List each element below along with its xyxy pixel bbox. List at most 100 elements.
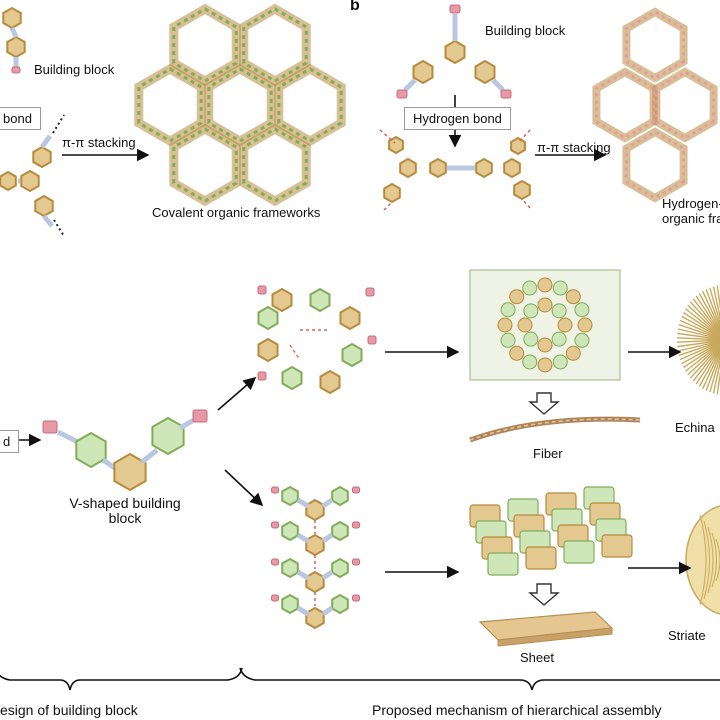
- pi-stacking-label-left: π-π stacking: [62, 135, 136, 150]
- v-block-center-hexagon: [113, 452, 147, 492]
- end-group: [271, 486, 279, 494]
- echinoid-spine: [695, 346, 720, 385]
- arrow-to-macrocycle: [217, 376, 257, 411]
- hexagon-unit: [475, 157, 493, 179]
- macrocycle-unit: [319, 369, 341, 395]
- hof-stack-edge: [594, 70, 656, 140]
- echinoid-spine: [683, 342, 720, 369]
- arrow-to-stack: [224, 469, 264, 507]
- building-block-label-left: Building block: [34, 62, 115, 77]
- macrocycle-unit: [271, 287, 293, 313]
- hexagon-unit: [513, 179, 531, 201]
- linker-bar: [296, 605, 310, 617]
- macrocycle-unit: [339, 305, 361, 331]
- echinoid-spine: [709, 354, 720, 393]
- macrocycle-unit: [281, 365, 303, 391]
- echinoid-spine: [678, 324, 720, 340]
- linker-bar: [296, 532, 310, 544]
- linker-bar: [321, 497, 334, 509]
- linker-bar: [296, 569, 310, 581]
- hexagon-unit: [444, 39, 466, 65]
- hof-label-line2: organic fra: [662, 211, 720, 226]
- fiber-texture: [469, 418, 641, 441]
- echinoid-spine: [716, 285, 720, 310]
- echinoid-spine: [685, 308, 720, 337]
- striate-ridge: [703, 520, 710, 600]
- hof-stack-edge: [654, 70, 716, 140]
- v-shaped-label: V-shaped building block: [69, 495, 181, 526]
- hexagon-unit: [510, 136, 526, 156]
- stacked-unit: [552, 354, 568, 370]
- stacked-unit: [523, 331, 539, 347]
- echinoid-spine: [705, 351, 720, 391]
- echinoid-spine: [681, 341, 720, 365]
- end-group: [365, 287, 375, 297]
- echinoid-spine: [679, 341, 720, 361]
- hexagon-unit: [281, 520, 299, 542]
- panel-b-label: b: [350, 0, 360, 14]
- stacked-unit: [509, 345, 525, 361]
- pi-stacking-label-right: π-π stacking: [537, 140, 611, 155]
- hexagon-unit: [331, 557, 349, 579]
- macrocycle-unit: [257, 337, 279, 363]
- hexagon-unit: [412, 59, 434, 85]
- stacked-unit: [500, 332, 516, 348]
- hexagon-unit: [331, 485, 349, 507]
- stacked-unit: [509, 289, 525, 305]
- cof-label: Covalent organic frameworks: [152, 205, 321, 220]
- building-block-label-right: Building block: [485, 23, 566, 38]
- mechanism-bracket: [239, 667, 720, 691]
- design-label: esign of building block: [0, 702, 138, 718]
- cof-pore: [134, 63, 206, 147]
- echinoid-spine: [677, 339, 720, 343]
- hexagon-unit: [503, 157, 521, 179]
- hexagon-unit: [305, 570, 325, 594]
- design-bracket: [0, 667, 243, 691]
- hexagon-unit: [281, 485, 299, 507]
- building-block-hexagon: [6, 35, 26, 59]
- cof-pore: [204, 63, 276, 147]
- echinoid-spine: [702, 349, 720, 389]
- stacked-unit: [577, 317, 593, 333]
- fiber-bundle-inner-ring: [517, 297, 573, 353]
- hexagon-unit: [34, 194, 54, 218]
- fiber-label: Fiber: [533, 446, 563, 461]
- striate-ridge: [711, 532, 717, 588]
- striate-structure: [685, 505, 720, 615]
- echinoid-spine: [677, 328, 720, 340]
- striate-ridge: [699, 514, 707, 606]
- cof-pore: [274, 63, 346, 147]
- linker-bar: [296, 497, 310, 509]
- echinoid-spine: [678, 340, 720, 356]
- stacked-unit: [497, 317, 513, 333]
- sheet-edge: [497, 627, 613, 647]
- stacked-unit: [565, 345, 581, 361]
- echinoid-spine: [705, 289, 720, 329]
- echinoid-spine: [716, 370, 720, 395]
- end-group: [192, 409, 208, 423]
- echinoid-spine: [709, 287, 720, 326]
- stacked-unit: [537, 357, 553, 373]
- end-group: [11, 66, 21, 74]
- hollow-down-arrow: [528, 583, 560, 606]
- stacked-unit: [537, 277, 553, 293]
- echinoid-spine: [687, 304, 720, 337]
- stacked-unit: [537, 337, 553, 353]
- echinoid-spine: [679, 319, 720, 339]
- stacked-unit: [565, 289, 581, 305]
- macrocycle-unit: [309, 287, 331, 313]
- sheet-stack-unit: [601, 534, 633, 558]
- hydrogen-bond-dash: [383, 201, 393, 211]
- linker-bar: [491, 78, 505, 92]
- echinoid-spine: [698, 347, 720, 387]
- end-group: [257, 371, 267, 381]
- end-group: [257, 285, 267, 295]
- hydrogen-bond-dash: [517, 129, 531, 144]
- hexagon-unit: [331, 520, 349, 542]
- echinoid-spine: [677, 340, 720, 352]
- hexagon-unit: [388, 135, 404, 155]
- sheet-stack-unit: [525, 546, 557, 570]
- hexagon-unit: [331, 593, 349, 615]
- stacked-unit: [557, 317, 573, 333]
